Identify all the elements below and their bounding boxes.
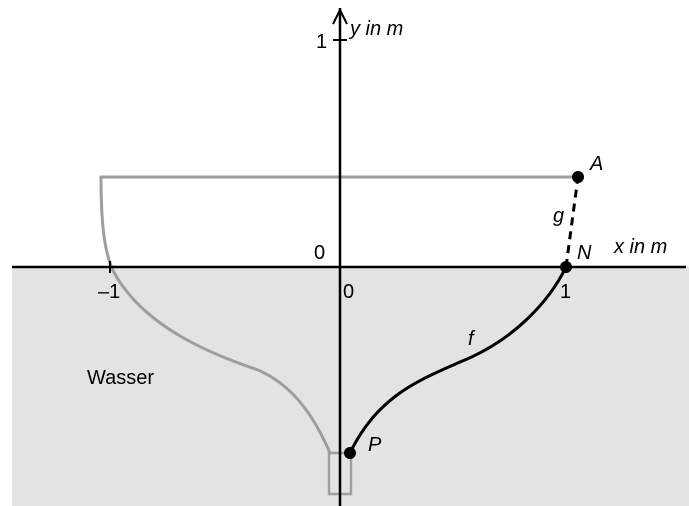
segment-g-label: g (553, 205, 564, 227)
point-P-marker (344, 447, 356, 459)
point-N-label: N (577, 242, 592, 264)
curve-f (348, 266, 568, 454)
hull-outline (99, 175, 578, 454)
y-tick-label: 1 (316, 31, 327, 53)
y-axis-label: y in m (348, 18, 403, 40)
origin-label-above: 0 (314, 242, 325, 264)
x-axis-label: x in m (613, 236, 667, 258)
point-P-label: P (368, 434, 382, 456)
x-tick-neg-label: –1 (98, 281, 120, 303)
point-N-marker (560, 261, 572, 273)
x-tick-pos-label: 1 (560, 281, 571, 303)
curve-f-label: f (468, 328, 476, 350)
y-axis-arrowhead (332, 7, 348, 25)
point-A-marker (572, 171, 584, 183)
water-label: Wasser (87, 367, 154, 389)
origin-label-below: 0 (343, 281, 354, 303)
segment-g (564, 176, 580, 268)
point-A-label: A (589, 153, 603, 175)
